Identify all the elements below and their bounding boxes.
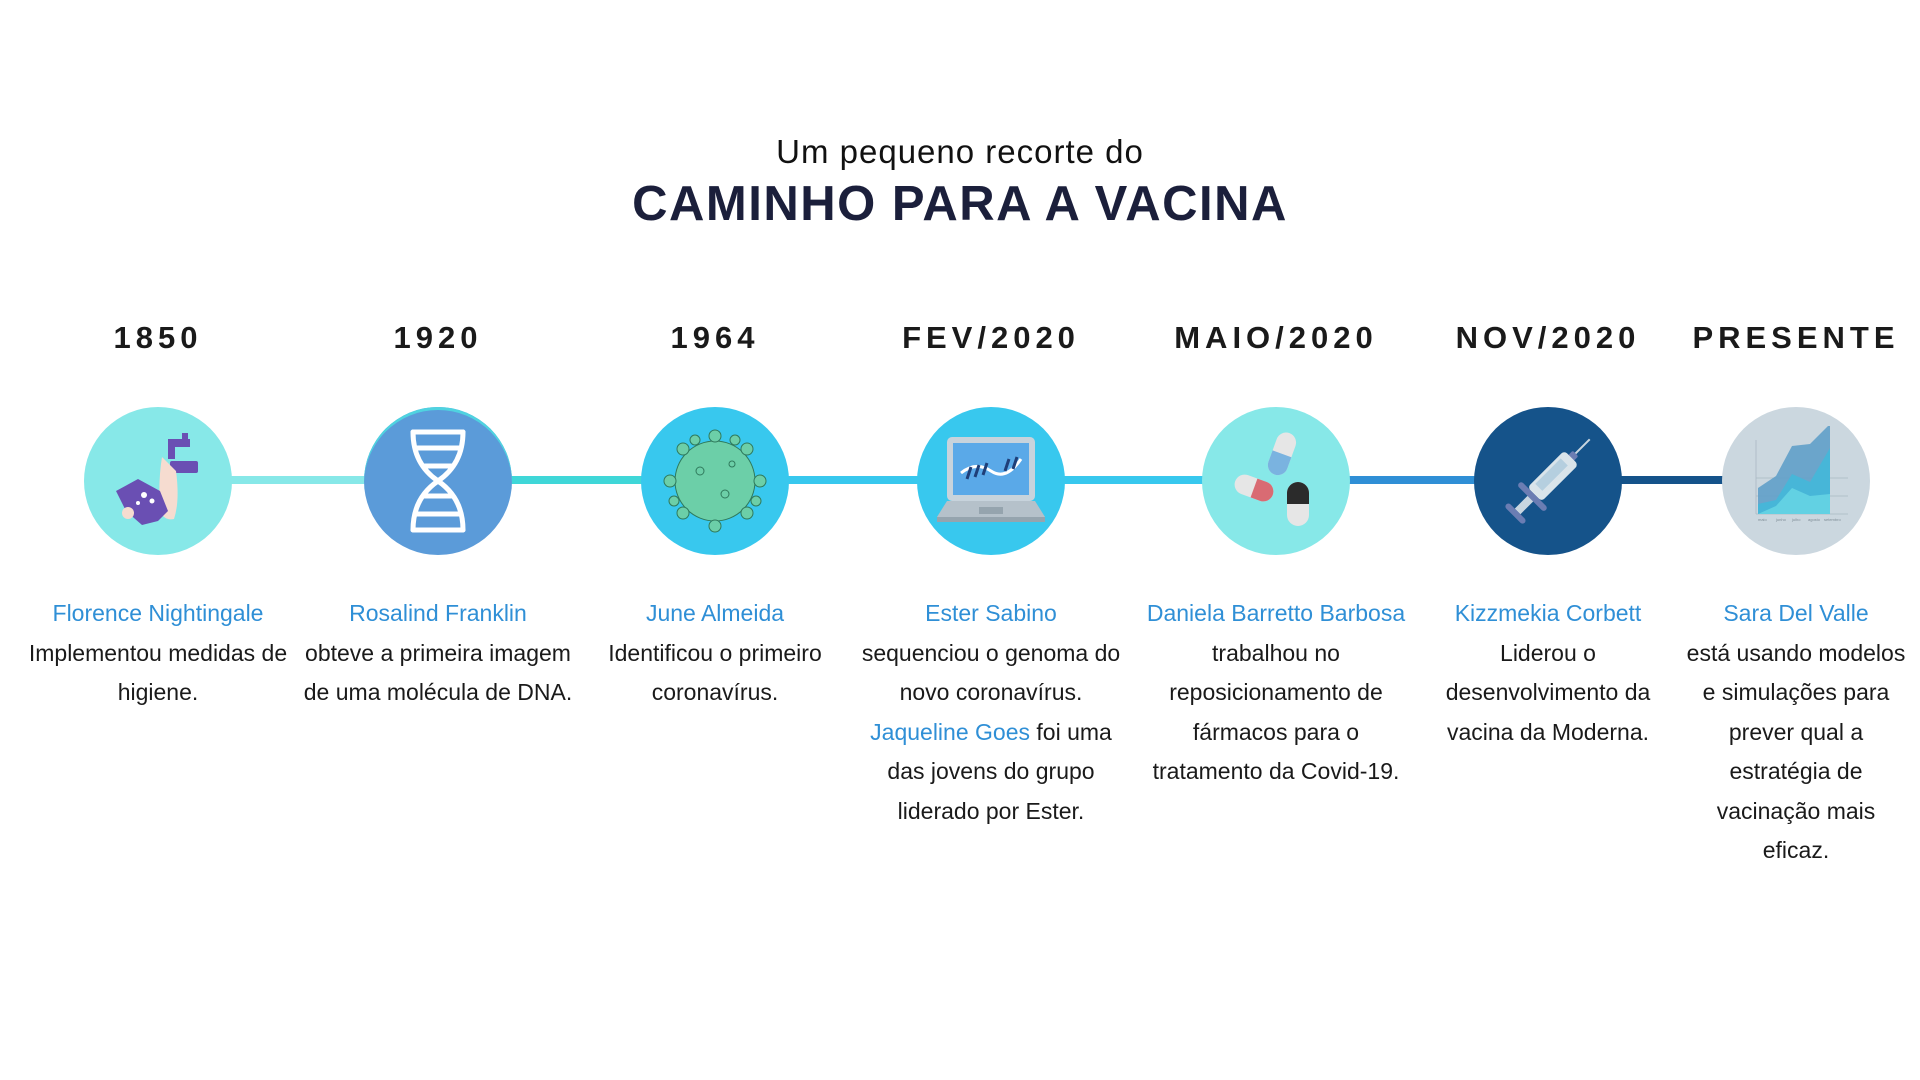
page-title: CAMINHO PARA A VACINA bbox=[632, 177, 1288, 231]
segment-6 bbox=[1548, 476, 1796, 484]
description: Kizzmekia Corbett Liderou o desenvolvime… bbox=[1413, 594, 1683, 752]
description: Daniela Barretto Barbosa trabalhou no re… bbox=[1141, 594, 1411, 792]
description: Ester Sabino sequenciou o genoma do novo… bbox=[856, 594, 1126, 831]
description-continuation: foi uma das jovens do grupo liderado por… bbox=[887, 718, 1112, 824]
description: Florence Nightingale Implementou medidas… bbox=[23, 594, 293, 713]
subtitle: Um pequeno recorte do bbox=[776, 133, 1144, 170]
description-text: Identificou o primeiro coronavírus. bbox=[608, 639, 822, 706]
handwashing-icon bbox=[84, 407, 232, 555]
segment-3 bbox=[715, 476, 991, 484]
year-label: 1920 bbox=[393, 320, 483, 355]
pills-icon bbox=[1202, 407, 1350, 555]
person-name: Sara Del Valle bbox=[1723, 600, 1869, 626]
year-label: FEV/2020 bbox=[902, 320, 1080, 355]
year-label: PRESENTE bbox=[1692, 320, 1900, 355]
description: Rosalind Franklin obteve a primeira imag… bbox=[303, 594, 573, 713]
year-label: 1850 bbox=[113, 320, 203, 355]
description-text: Implementou medidas de higiene. bbox=[28, 639, 288, 706]
description-text: sequenciou o genoma do novo coronavírus. bbox=[861, 639, 1121, 706]
svg-text:setembro: setembro bbox=[1824, 517, 1841, 522]
description-text: está usando modelos e simulações para pr… bbox=[1686, 639, 1906, 864]
person-name: Kizzmekia Corbett bbox=[1454, 600, 1642, 626]
description: Sara Del Valle está usando modelos e sim… bbox=[1686, 594, 1906, 871]
year-label: MAIO/2020 bbox=[1174, 320, 1378, 355]
person-name-2: Jaqueline Goes bbox=[870, 718, 1030, 745]
svg-text:agosto: agosto bbox=[1808, 517, 1821, 522]
laptop-dna-icon bbox=[917, 407, 1065, 555]
person-name: Rosalind Franklin bbox=[349, 600, 527, 626]
description-text: obteve a primeira imagem de uma molécula… bbox=[303, 639, 573, 706]
person-name: Florence Nightingale bbox=[52, 600, 264, 626]
person-name: June Almeida bbox=[645, 600, 785, 626]
syringe-icon bbox=[1474, 407, 1622, 555]
description-text-2: Jaqueline Goes foi uma das jovens do gru… bbox=[856, 713, 1126, 832]
svg-text:julho: julho bbox=[1791, 517, 1801, 522]
dna-icon bbox=[364, 407, 512, 555]
segment-2 bbox=[438, 476, 715, 484]
description-text: trabalhou no reposicionamento de fármaco… bbox=[1152, 639, 1400, 785]
segment-4 bbox=[991, 476, 1276, 484]
year-label: NOV/2020 bbox=[1455, 320, 1641, 355]
segment-1 bbox=[158, 476, 438, 484]
description-text: Liderou o desenvolvimento da vacina da M… bbox=[1445, 639, 1651, 745]
person-name: Daniela Barretto Barbosa bbox=[1146, 600, 1406, 626]
description: June Almeida Identificou o primeiro coro… bbox=[580, 594, 850, 713]
segment-5 bbox=[1276, 476, 1548, 484]
svg-text:maio: maio bbox=[1758, 517, 1767, 522]
year-label: 1964 bbox=[670, 320, 760, 355]
svg-text:junho: junho bbox=[1775, 517, 1787, 522]
person-name: Ester Sabino bbox=[925, 600, 1057, 626]
coronavirus-icon bbox=[641, 407, 789, 555]
